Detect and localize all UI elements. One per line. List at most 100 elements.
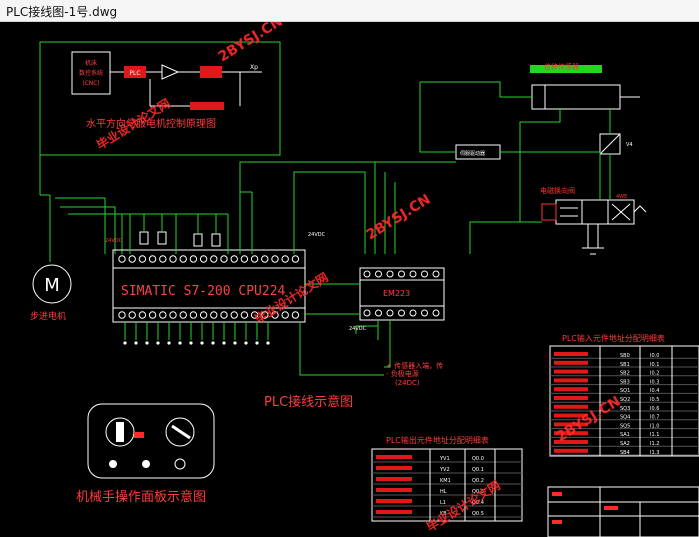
plc-terminal (128, 311, 136, 319)
plc-terminal (240, 311, 249, 319)
plc-terminal (189, 255, 198, 263)
table-cell-addr: I0.1 (650, 362, 659, 368)
valve-label: 电磁换向阀 (540, 186, 575, 195)
table-cell-name (376, 488, 412, 492)
lead-end (145, 341, 149, 345)
plc-frame (112, 249, 306, 323)
plc-terminal (220, 311, 228, 319)
table-cell-code: SQ4 (620, 415, 630, 421)
plc-top-terminals (118, 255, 300, 263)
lead-end (244, 341, 248, 345)
supply-label: 24VDC (308, 232, 326, 238)
output-table-title: PLC输出元件地址分配明细表 (386, 435, 489, 445)
lead-end (167, 341, 171, 345)
plc-terminal (148, 255, 157, 263)
table-cell-addr: I0.4 (650, 388, 659, 394)
table-cell-addr: Q0.2 (472, 478, 484, 484)
panel-caption: 机械手操作面板示意图 (76, 489, 206, 505)
table-cell-addr: I0.0 (650, 353, 659, 359)
table-cell-name (376, 466, 412, 470)
source-labels: + 传感器入端，传 - 负极电源 (24DC) (386, 361, 443, 387)
table-cell-name (554, 360, 588, 365)
svg-text:- 负极电源: - 负极电源 (386, 369, 419, 378)
table-cell-name (554, 387, 588, 392)
lead-end (211, 341, 215, 345)
table-cell-code: L1 (440, 500, 446, 506)
plc-terminal (250, 255, 259, 263)
ext-label: EM223 (383, 289, 410, 298)
table-cell-addr: I0.5 (650, 397, 659, 403)
window-title: PLC接线图-1号.dwg (6, 5, 118, 19)
plc-terminal (199, 311, 208, 319)
out-label: Xp (250, 64, 258, 71)
plc-terminal (291, 255, 300, 263)
table-cell-addr: I1.2 (650, 441, 659, 447)
feedback-block (190, 102, 224, 110)
table-cell-code: SB0 (620, 353, 630, 359)
ref-label: PLC (129, 70, 140, 77)
plc-output-leads (123, 322, 270, 345)
motor-circle (32, 264, 72, 304)
table-cell-addr: I1.3 (650, 450, 659, 456)
table-cell-addr: I0.3 (650, 379, 659, 385)
ext-terminal (409, 270, 417, 278)
ext-terminal (432, 270, 440, 278)
table-cell-code: SB4 (620, 450, 630, 456)
table-cell-code: SB2 (620, 371, 630, 377)
plc-terminal (159, 311, 167, 319)
drawing-background (0, 22, 699, 537)
ext-terminal (375, 309, 382, 317)
svg-text:+ 传感器入端，传: + 传感器入端，传 (386, 361, 443, 370)
table-cell-name (554, 448, 588, 453)
table-cell-code: SQ3 (620, 406, 630, 412)
start-button (109, 460, 117, 468)
table-cell-code: KM1 (440, 478, 451, 484)
ext-terminal (386, 270, 394, 278)
lead-end (255, 341, 259, 345)
plc-terminal (138, 255, 147, 263)
plc-terminal (261, 255, 269, 263)
table-cell-name (376, 455, 412, 459)
plc-terminal (261, 311, 269, 319)
ext-terminal (398, 270, 405, 278)
cnc-label-2: 数控系统 (79, 69, 103, 77)
plc-terminal (230, 255, 238, 263)
plc-caption: PLC接线示意图 (264, 394, 353, 410)
motor-label: 步进电机 (30, 310, 66, 322)
ext-terminal (409, 309, 417, 317)
cad-drawing-canvas[interactable]: 机床 数控系统 (CNC) PLC Xp 水平方向伺服电机控制原理图 M 步进电… (0, 22, 699, 537)
plc-brand: SIMATIC S7-200 CPU224 (121, 284, 286, 299)
sensor-label: 位移传感器 (544, 62, 579, 71)
plc-terminal (271, 311, 279, 319)
table-cell-name (554, 422, 588, 427)
table-cell-name (376, 499, 412, 503)
solenoid (541, 203, 557, 221)
lead-end (233, 341, 237, 345)
table-cell-code: SQ5 (620, 423, 630, 429)
table-cell-addr: I0.2 (650, 371, 659, 377)
operation-panel (87, 403, 215, 479)
drawing-title-block (547, 486, 699, 537)
plc-terminal (271, 255, 279, 263)
estop-button (174, 458, 186, 470)
cnc-label-1: 机床 (85, 59, 97, 67)
svg-text:(24DC): (24DC) (395, 379, 420, 387)
lead-end (189, 341, 193, 345)
extension-module: EM223 (359, 267, 445, 321)
stop-button (142, 460, 150, 468)
table-cell-name (554, 404, 588, 409)
cnc-box (71, 51, 111, 95)
table-cell-name (554, 369, 588, 374)
window-titlebar: PLC接线图-1号.dwg (0, 0, 699, 22)
plc-terminal (159, 255, 167, 263)
plc-terminal (250, 311, 259, 319)
table-cell-addr: Q0.1 (472, 467, 484, 473)
plc-terminal (148, 311, 157, 319)
table-cell-code: KB (440, 511, 447, 517)
plc-terminal (230, 311, 238, 319)
ext-voltage: 24VDC (349, 326, 367, 332)
plc-terminal (179, 255, 187, 263)
mode-indicator (134, 432, 144, 438)
plc-terminal (189, 311, 198, 319)
